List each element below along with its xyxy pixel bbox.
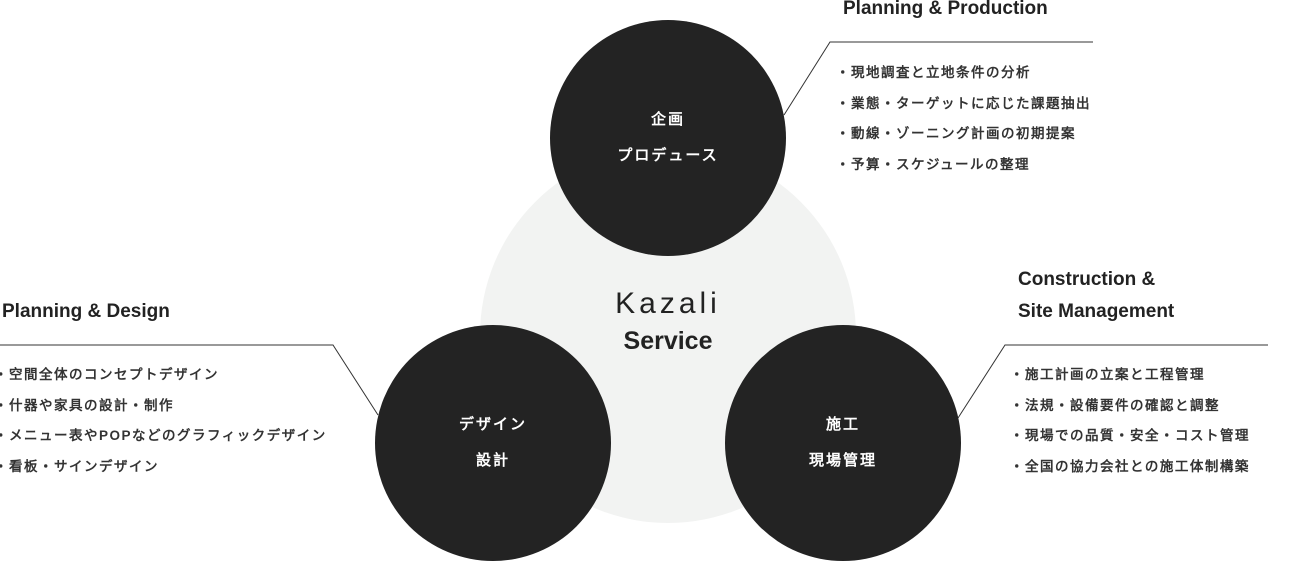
circle-label: 設計: [475, 452, 510, 469]
service-label: Service: [623, 327, 713, 355]
section-title: Planning & Design: [2, 301, 170, 322]
circle-label: プロデュース: [617, 147, 719, 164]
list-item: メニュー表やPOPなどのグラフィックデザイン: [0, 421, 327, 452]
circle-label: デザイン: [458, 416, 527, 433]
list-item: 什器や家具の設計・制作: [0, 391, 327, 422]
kazali-logo: Kazali: [615, 287, 721, 320]
section-title: Construction &: [1018, 269, 1156, 290]
circle-planning-production: 企画 プロデュース: [550, 20, 786, 256]
circle-construction: 施工 現場管理: [725, 325, 961, 561]
section-title: Site Management: [1018, 301, 1175, 322]
list-item: 法規・設備要件の確認と調整: [1010, 391, 1250, 422]
section-design: Planning & Design: [2, 296, 170, 328]
list-item: 現地調査と立地条件の分析: [836, 58, 1091, 89]
list-item: 動線・ゾーニング計画の初期提案: [836, 119, 1091, 150]
section-title: Planning & Production: [843, 0, 1048, 19]
list-item: 予算・スケジュールの整理: [836, 150, 1091, 181]
construction-list: 施工計画の立案と工程管理 法規・設備要件の確認と調整 現場での品質・安全・コスト…: [1010, 360, 1250, 482]
list-item: 全国の協力会社との施工体制構築: [1010, 452, 1250, 483]
circle-label: 現場管理: [808, 452, 877, 469]
list-item: 施工計画の立案と工程管理: [1010, 360, 1250, 391]
service-center-label: Kazali Service: [590, 284, 746, 358]
production-list: 現地調査と立地条件の分析 業態・ターゲットに応じた課題抽出 動線・ゾーニング計画…: [836, 58, 1091, 180]
circle-design: デザイン 設計: [375, 325, 611, 561]
circle-label: 施工: [825, 416, 860, 433]
list-item: 看板・サインデザイン: [0, 452, 327, 483]
section-construction: Construction & Site Management: [1018, 264, 1174, 328]
list-item: 空間全体のコンセプトデザイン: [0, 360, 327, 391]
section-production: Planning & Production: [843, 0, 1048, 25]
list-item: 業態・ターゲットに応じた課題抽出: [836, 89, 1091, 120]
circle-label: 企画: [650, 111, 685, 128]
list-item: 現場での品質・安全・コスト管理: [1010, 421, 1250, 452]
design-list: 空間全体のコンセプトデザイン 什器や家具の設計・制作 メニュー表やPOPなどのグ…: [0, 360, 327, 482]
